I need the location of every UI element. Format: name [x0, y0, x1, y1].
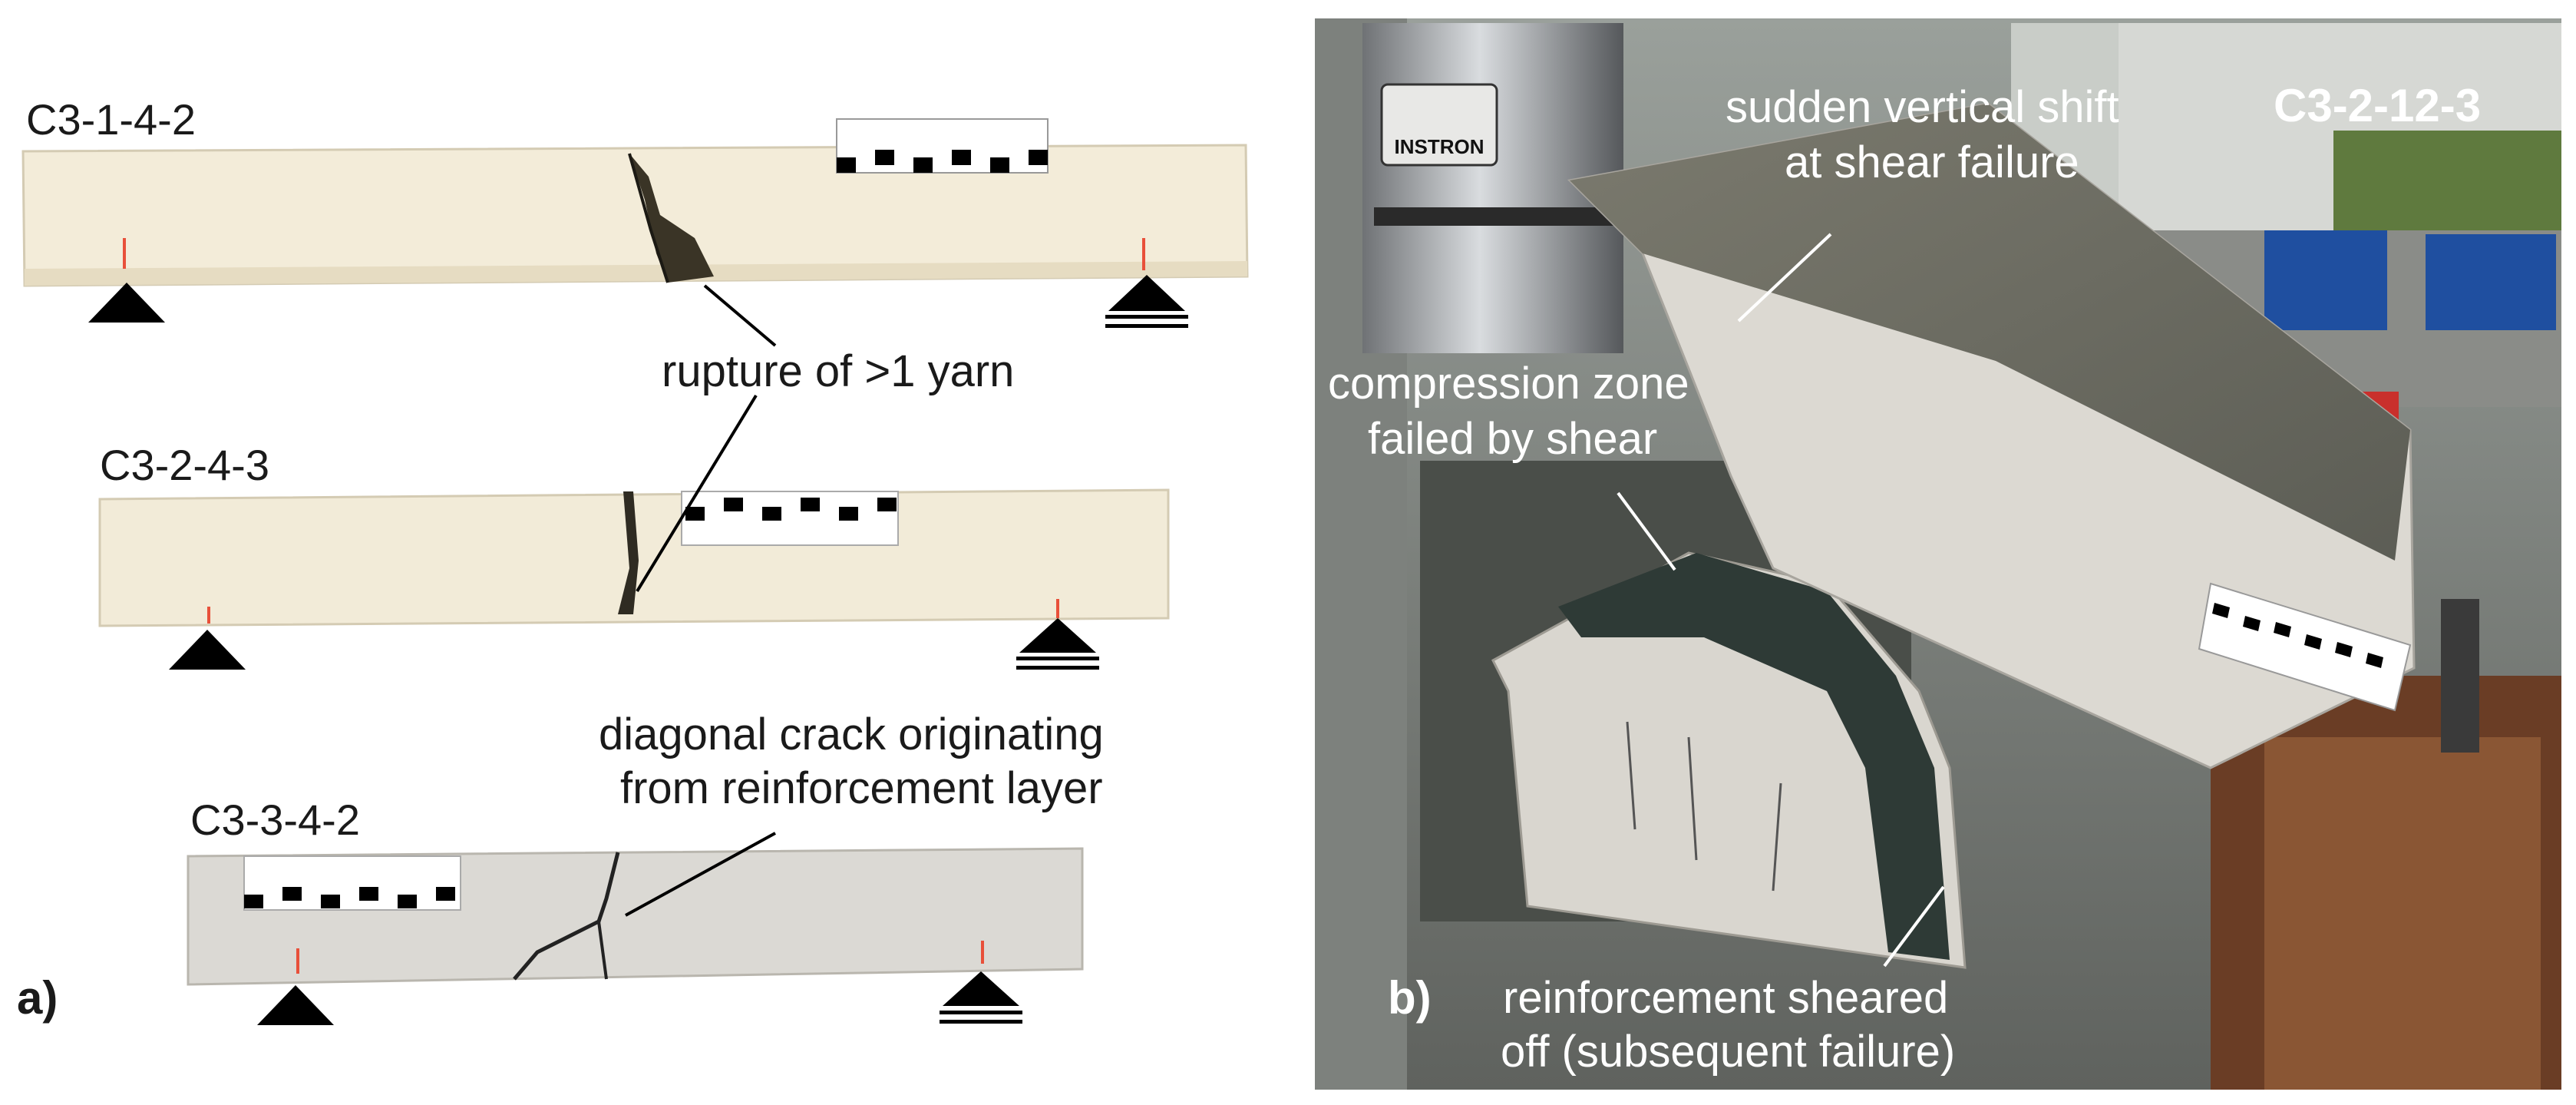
leader-line-rupture-2 [636, 394, 758, 593]
support-pin-1 [88, 283, 165, 323]
beam-specimen-1 [21, 118, 1249, 328]
leader-line-shift [1737, 233, 1832, 323]
annotation-reinforcement-line2: off (subsequent failure) [1501, 1027, 1956, 1077]
beam-specimen-3 [187, 847, 1084, 1025]
support-pin-2 [169, 630, 246, 670]
annotation-shift-line1: sudden vertical shift [1726, 82, 2119, 132]
annotation-rupture: rupture of >1 yarn [662, 346, 1015, 396]
annotation-shift-line2: at shear failure [1785, 137, 2079, 187]
support-roller-2 [1019, 618, 1096, 653]
upper-beam-fragment [1567, 102, 2416, 769]
specimen-label-1: C3-1-4-2 [26, 95, 196, 144]
leader-line-reinforcement [1883, 885, 1945, 968]
annotation-compression-line2: failed by shear [1368, 414, 1658, 464]
panel-b-photo: INSTRON [1315, 18, 2561, 1090]
panel-label-a: a) [17, 972, 58, 1024]
annotation-diagonal-line2: from reinforcement layer [620, 763, 1103, 813]
panel-label-b: b) [1388, 972, 1432, 1024]
instron-machine-head: INSTRON [1362, 23, 1623, 353]
specimen-label-b: C3-2-12-3 [2274, 80, 2482, 131]
instron-label: INSTRON [1395, 135, 1485, 158]
support-roller-1 [1108, 275, 1185, 311]
support-pin-3 [257, 985, 334, 1025]
leader-line-rupture-1 [703, 284, 777, 347]
specimen-label-3: C3-3-4-2 [190, 796, 360, 844]
lower-beam-fragment [1491, 551, 1967, 969]
annotation-reinforcement-line1: reinforcement sheared [1503, 973, 1949, 1023]
leader-line-compression [1617, 491, 1676, 571]
annotation-diagonal-line1: diagonal crack originating [599, 710, 1104, 759]
scale-bar-3 [243, 855, 461, 911]
annotation-compression-line1: compression zone [1328, 359, 1689, 409]
panel-a [21, 118, 1249, 1025]
scale-bar-1 [836, 118, 1049, 174]
specimen-label-2: C3-2-4-3 [100, 441, 269, 489]
scale-bar-b [2198, 582, 2412, 712]
beam-specimen-2 [98, 488, 1170, 670]
leader-line-diagonal [625, 832, 776, 917]
support-roller-3 [943, 971, 1019, 1006]
scale-bar-2 [681, 491, 899, 546]
